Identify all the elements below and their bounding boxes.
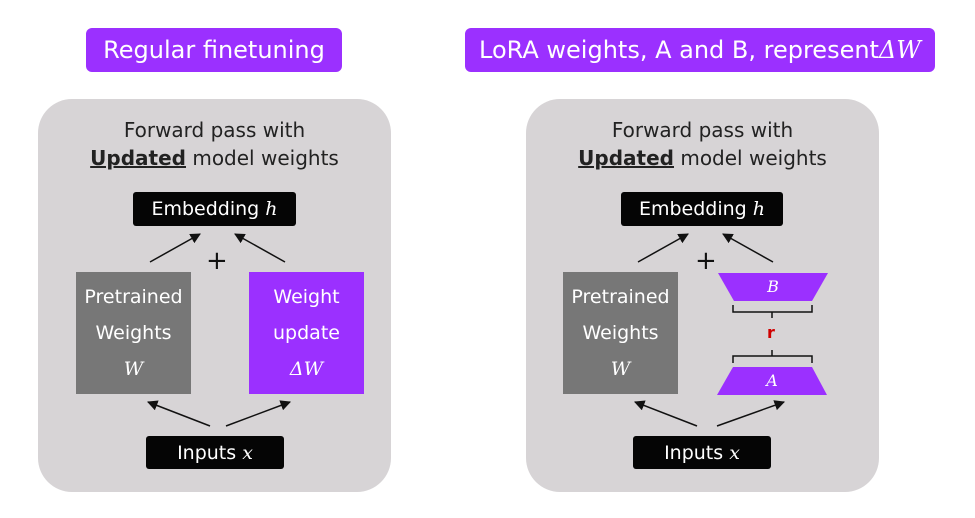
right-title: LoRA weights, A and B, represent ΔW bbox=[465, 28, 935, 72]
right-heading-rest: model weights bbox=[673, 146, 827, 170]
weight-update-box: Weight update ΔW bbox=[249, 272, 364, 394]
left-panel-heading: Forward pass with Updated model weights bbox=[38, 116, 391, 172]
weight-update-line1: Weight bbox=[273, 286, 340, 308]
weight-update-line2: update bbox=[273, 322, 340, 344]
right-arrow-pretrained-to-embedding bbox=[637, 233, 689, 263]
right-pretrained-line1: Pretrained bbox=[571, 286, 670, 308]
left-inputs-var: x bbox=[242, 441, 253, 464]
right-inputs-var: x bbox=[729, 441, 740, 464]
left-title: Regular finetuning bbox=[86, 28, 342, 72]
right-embedding-label: Embedding bbox=[638, 198, 747, 220]
right-embedding-var: h bbox=[752, 198, 766, 220]
right-pretrained-line2: Weights bbox=[582, 322, 659, 344]
right-heading-line2: Updated model weights bbox=[526, 144, 879, 172]
left-heading-rest: model weights bbox=[185, 146, 339, 170]
left-arrow-update-to-embedding bbox=[234, 233, 286, 263]
rank-bracket-top bbox=[732, 305, 813, 318]
left-heading-emph: Updated bbox=[90, 146, 186, 170]
left-title-text: Regular finetuning bbox=[103, 36, 325, 64]
left-pretrained-var: W bbox=[123, 358, 144, 380]
rank-label: r bbox=[767, 323, 775, 342]
left-inputs-box: Inputs x bbox=[146, 436, 284, 469]
right-pretrained-weights-box: Pretrained Weights W bbox=[563, 272, 678, 394]
right-heading-line1: Forward pass with bbox=[611, 118, 794, 142]
right-inputs-label: Inputs bbox=[664, 441, 724, 464]
left-pretrained-line1: Pretrained bbox=[84, 286, 183, 308]
lora-matrix-b bbox=[718, 273, 828, 301]
lora-b-label: B bbox=[767, 277, 779, 296]
right-title-text: LoRA weights, A and B, represent bbox=[479, 36, 879, 64]
left-pretrained-line2: Weights bbox=[95, 322, 172, 344]
left-inputs-label: Inputs bbox=[177, 441, 237, 464]
right-title-var: ΔW bbox=[878, 36, 921, 64]
lora-matrix-a bbox=[717, 367, 827, 395]
left-arrow-inputs-to-pretrained bbox=[147, 400, 211, 427]
rank-bracket-bottom bbox=[732, 350, 813, 363]
left-arrow-pretrained-to-embedding bbox=[149, 233, 201, 263]
left-embedding-box: Embedding h bbox=[133, 192, 296, 226]
left-pretrained-weights-box: Pretrained Weights W bbox=[76, 272, 191, 394]
left-plus-sign: + bbox=[206, 246, 228, 276]
right-heading-emph: Updated bbox=[578, 146, 674, 170]
left-embedding-label: Embedding bbox=[151, 198, 260, 220]
right-embedding-box: Embedding h bbox=[621, 192, 783, 226]
right-arrow-b-to-embedding bbox=[722, 233, 774, 263]
right-arrow-inputs-to-a bbox=[716, 400, 785, 427]
lora-a-label: A bbox=[766, 371, 778, 390]
left-arrow-inputs-to-update bbox=[225, 400, 291, 427]
right-inputs-box: Inputs x bbox=[633, 436, 771, 469]
left-heading-line2: Updated model weights bbox=[38, 144, 391, 172]
right-pretrained-var: W bbox=[610, 358, 631, 380]
weight-update-var: ΔW bbox=[289, 358, 324, 380]
left-heading-line1: Forward pass with bbox=[123, 118, 306, 142]
left-embedding-var: h bbox=[265, 198, 278, 220]
right-plus-sign: + bbox=[695, 246, 717, 276]
right-panel-heading: Forward pass with Updated model weights bbox=[526, 116, 879, 172]
right-arrow-inputs-to-pretrained bbox=[634, 400, 698, 427]
